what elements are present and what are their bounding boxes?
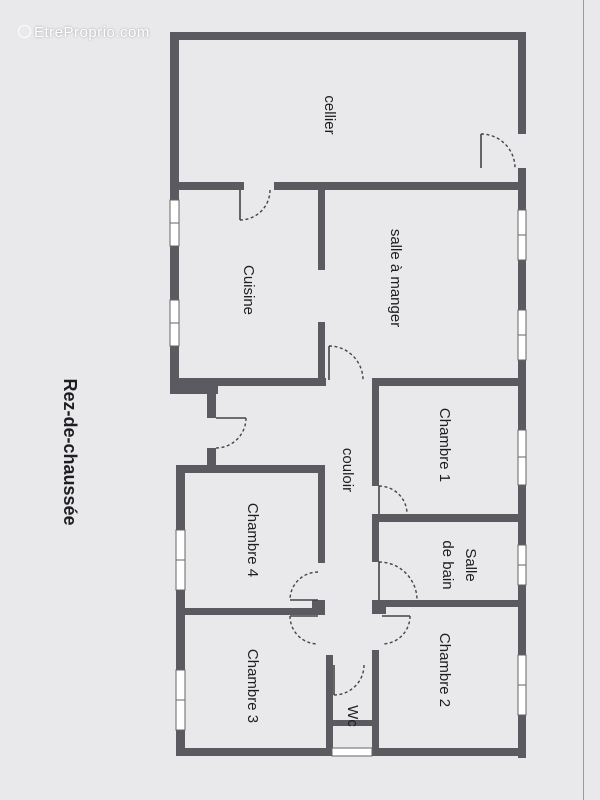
room-labels: cellier Cuisine salle à manger Chambre 1… (240, 95, 479, 727)
wall-cellier-salle (274, 182, 518, 190)
wall-cuisine-bottom (176, 378, 326, 386)
label-cuisine: Cuisine (240, 265, 257, 315)
door-entree-arc (215, 417, 247, 449)
watermark-text: EtreProprio.com (34, 24, 150, 41)
plan-title: Rez-de-chaussée (60, 378, 80, 525)
wall-chambre4-right (318, 473, 325, 563)
interior-walls (176, 182, 518, 756)
window-wc (331, 747, 373, 757)
wall-cellier-cuisine (176, 182, 244, 190)
doors (215, 133, 516, 696)
wall-cuisine-salle-upper (318, 190, 325, 270)
wall-left-lower (176, 465, 185, 755)
wall-bain-left (372, 522, 379, 562)
wall-wc-top (333, 720, 372, 726)
watermark: EtreProprio.com (18, 24, 150, 41)
wall-right-cellier (518, 32, 526, 134)
label-salle-de-bain-line1: Salle (462, 548, 479, 581)
wall-chambre1-left (372, 386, 379, 486)
door-chambre4-arc (289, 571, 319, 601)
label-couloir: couloir (339, 448, 356, 492)
wall-entry-lower (207, 448, 216, 472)
windows (169, 199, 527, 757)
page-edge-line (583, 0, 584, 800)
wall-chambre4-corner (312, 600, 325, 614)
wall-chambre3-right (326, 655, 333, 755)
door-bain-arc (378, 561, 418, 601)
wall-cuisine-salle-lower (318, 322, 325, 382)
label-wc: Wc (344, 705, 361, 727)
label-chambre3: Chambre 3 (244, 649, 261, 723)
wall-chambre1-bottom (372, 514, 518, 522)
door-chambre1-arc (378, 485, 408, 515)
wall-chambre4-bottom (185, 608, 325, 615)
wall-chambre1-top (372, 378, 518, 386)
label-chambre2: Chambre 2 (436, 633, 453, 707)
outer-walls (170, 32, 526, 758)
door-salle-arc (328, 345, 364, 381)
door-cellier-arc (480, 133, 516, 169)
door-wc-arc (333, 664, 365, 696)
wall-bain-corner (372, 600, 386, 614)
wall-bottom-right (372, 748, 526, 756)
wall-chambre2-left (372, 650, 379, 756)
wall-bottom-left (176, 748, 332, 756)
label-salle-de-bain-line2: de bain (439, 540, 456, 589)
label-cellier: cellier (321, 95, 338, 134)
door-cuisine-arc (239, 189, 271, 221)
label-chambre4: Chambre 4 (244, 503, 261, 577)
door-chambre3-arc (289, 615, 319, 645)
wall-step-top (170, 386, 218, 394)
label-salle-a-manger: salle à manger (387, 229, 404, 327)
wall-top (170, 32, 526, 40)
copyright-icon (18, 25, 31, 38)
wall-entry-upper (207, 386, 216, 418)
label-chambre1: Chambre 1 (436, 408, 453, 482)
wall-bain-bottom (385, 600, 518, 607)
door-chambre2-arc (381, 615, 411, 645)
wall-chambre4-top (185, 465, 325, 473)
